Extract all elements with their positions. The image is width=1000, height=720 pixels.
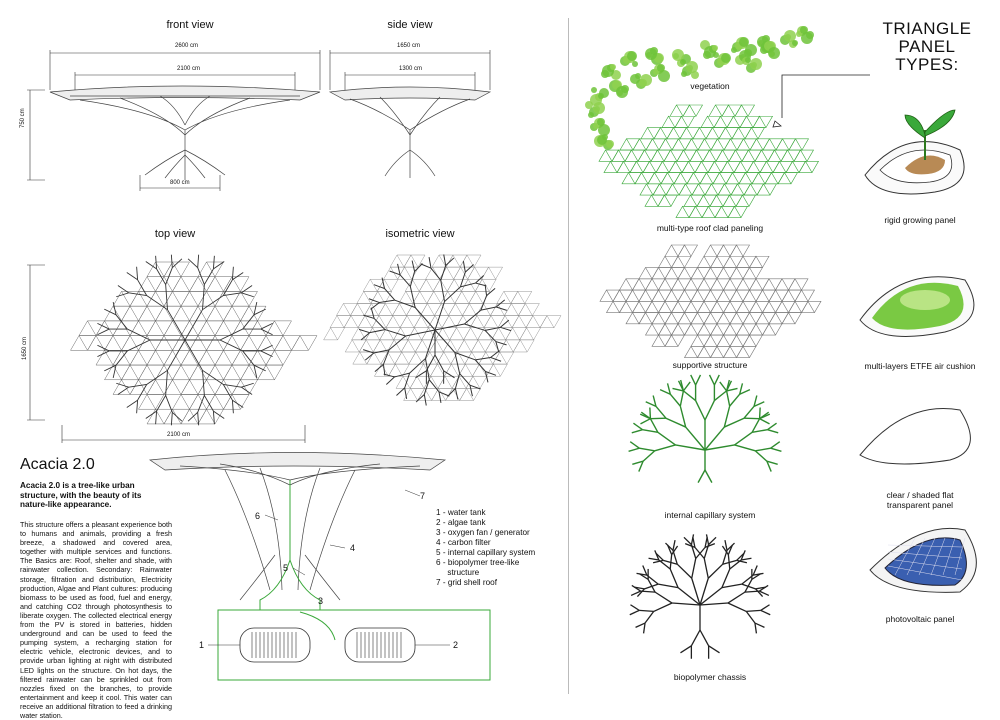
legend-item: 7 - grid shell roof — [436, 578, 561, 588]
legend-item: structure — [436, 568, 561, 578]
tank-1 — [240, 628, 310, 662]
project-body: This structure offers a pleasant experie… — [20, 520, 172, 720]
page-divider — [568, 18, 569, 694]
legend-item: 3 - oxygen fan / generator — [436, 528, 561, 538]
supportive-grid — [600, 245, 821, 358]
callout-7: 7 — [420, 491, 425, 501]
legend-item: 1 - water tank — [436, 508, 561, 518]
photovoltaic-panel-illustration — [870, 528, 976, 592]
callout-5: 5 — [283, 563, 288, 573]
project-intro: Acacia 2.0 is a tree-like urban structur… — [20, 481, 170, 510]
panel-types-title-line2: TYPES: — [862, 56, 992, 74]
photovoltaic-panel-label: photovoltaic panel — [855, 614, 985, 624]
side-canopy — [330, 87, 490, 178]
project-title: Acacia 2.0 — [20, 456, 95, 474]
legend-item: 2 - algae tank — [436, 518, 561, 528]
roof-clad-grid — [599, 105, 819, 218]
rigid-growing-panel-illustration — [865, 110, 964, 194]
callout-6: 6 — [255, 511, 260, 521]
tank-2 — [345, 628, 415, 662]
top-view-grid — [71, 262, 318, 424]
flat-panel-label: clear / shaded flat transparent panel — [855, 490, 985, 510]
flat-panel-illustration — [860, 408, 970, 464]
rigid-growing-panel-label: rigid growing panel — [855, 215, 985, 225]
side-dim-lines — [330, 50, 490, 92]
capillary-tree — [629, 375, 782, 483]
callout-3: 3 — [318, 596, 323, 606]
etfe-cushion-illustration — [860, 277, 974, 337]
legend-item: 6 - biopolymer tree-like — [436, 558, 561, 568]
front-dim-lines — [27, 50, 320, 191]
legend-item: 5 - internal capillary system — [436, 548, 561, 558]
biopolymer-chassis-label: biopolymer chassis — [650, 672, 770, 682]
panel-types-leader — [773, 75, 870, 127]
vegetation-label: vegetation — [650, 81, 770, 91]
chassis-tree — [630, 534, 770, 658]
panel-types-title-line1: TRIANGLE PANEL — [862, 20, 992, 56]
etfe-cushion-label: multi-layers ETFE air cushion — [845, 361, 995, 371]
callout-1: 1 — [199, 640, 204, 650]
roof-clad-label: multi-type roof clad paneling — [620, 223, 800, 233]
front-canopy — [50, 86, 320, 180]
supportive-structure-label: supportive structure — [650, 360, 770, 370]
capillary-system-label: internal capillary system — [640, 510, 780, 520]
legend-item: 4 - carbon filter — [436, 538, 561, 548]
panel-types-title: TRIANGLE PANEL TYPES: — [862, 20, 992, 74]
section-legend: 1 - water tank 2 - algae tank 3 - oxygen… — [436, 508, 561, 588]
callout-4: 4 — [350, 543, 355, 553]
callout-2: 2 — [453, 640, 458, 650]
